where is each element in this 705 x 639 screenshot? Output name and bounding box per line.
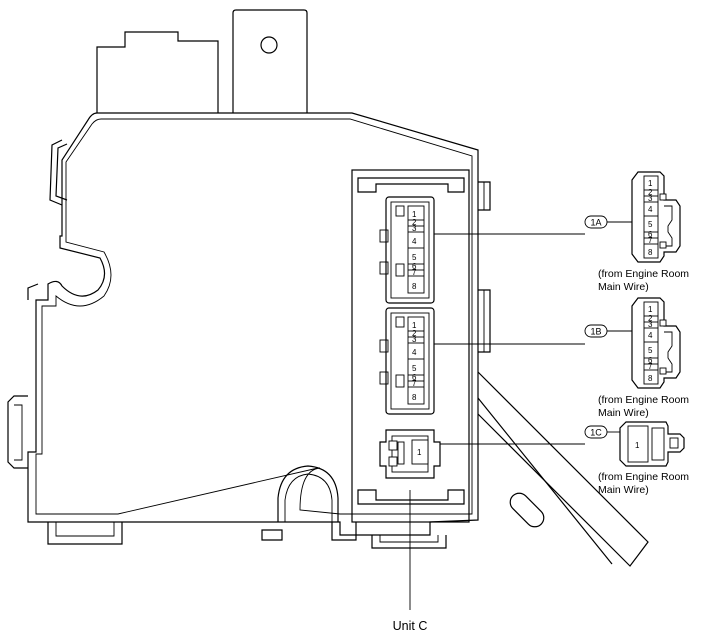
pin-label: 6 — [412, 373, 417, 382]
pin-label: 3 — [412, 224, 417, 233]
pin-label: 6 — [648, 356, 653, 365]
connector-panel — [351, 169, 470, 523]
pin-label: 8 — [648, 248, 653, 257]
pin-label: 1 — [417, 448, 422, 457]
pin-label: 4 — [412, 237, 417, 246]
pin-label: 7 — [648, 236, 653, 245]
pin-label: 4 — [648, 205, 653, 214]
connector-1b-note-line2: Main Wire) — [598, 407, 649, 419]
pin-label: 3 — [648, 320, 653, 329]
pin-label: 7 — [412, 379, 417, 388]
right-latches — [478, 181, 491, 353]
pin-label: 1 — [635, 441, 640, 450]
pin-label: 5 — [412, 253, 417, 262]
pin-label: 8 — [412, 393, 417, 402]
male-connector-1a: 1 2 3 4 5 6 7 8 — [631, 171, 681, 263]
tag-1b: 1B — [584, 324, 608, 338]
tag-1a: 1A — [584, 215, 608, 229]
pin-label: 2 — [648, 314, 653, 323]
pin-label: 5 — [648, 346, 653, 355]
pin-label: 1 — [412, 210, 417, 219]
connector-1b-note-line1: (from Engine Room — [598, 394, 689, 406]
pin-label: 3 — [412, 335, 417, 344]
connector-1c-note-line2: Main Wire) — [598, 484, 649, 496]
svg-text:1A: 1A — [590, 218, 601, 228]
pin-label: 1 — [648, 305, 653, 314]
pin-label: 2 — [412, 218, 417, 227]
bottom-arch — [277, 465, 339, 522]
housing-body — [27, 9, 479, 536]
pin-label: 5 — [648, 220, 653, 229]
svg-text:1C: 1C — [590, 428, 602, 438]
pin-label: 1 — [412, 321, 417, 330]
female-connector-1a: 1 2 3 4 5 6 7 8 — [379, 196, 435, 304]
left-latches — [7, 139, 68, 469]
male-connector-1c: 1 — [619, 421, 685, 467]
connector-1c-note-line1: (from Engine Room — [598, 471, 689, 483]
pin-label: 2 — [412, 329, 417, 338]
mounting-hole — [260, 36, 278, 54]
pin-label: 4 — [648, 331, 653, 340]
tag-1c: 1C — [584, 425, 608, 439]
connector-1a-note-line2: Main Wire) — [598, 281, 649, 293]
female-connector-1b: 1 2 3 4 5 6 7 8 — [379, 307, 435, 415]
leader-lines — [409, 221, 632, 610]
pin-label: 5 — [412, 364, 417, 373]
male-connector-1b: 1 2 3 4 5 6 7 8 — [631, 297, 681, 389]
pin-label: 8 — [412, 282, 417, 291]
svg-text:1B: 1B — [590, 327, 601, 337]
bottom-clips — [47, 522, 447, 549]
pin-label: 1 — [648, 179, 653, 188]
pin-label: 3 — [648, 194, 653, 203]
pin-label: 7 — [648, 362, 653, 371]
connector-1a-note-line1: (from Engine Room — [598, 268, 689, 280]
pin-label: 2 — [648, 188, 653, 197]
pin-label: 4 — [412, 348, 417, 357]
female-connector-1c: 1 — [379, 429, 441, 479]
pin-label: 7 — [412, 268, 417, 277]
diagonal-strap — [477, 371, 649, 567]
pin-label: 6 — [648, 230, 653, 239]
unit-label: Unit C — [393, 619, 428, 633]
pin-label: 6 — [412, 262, 417, 271]
pin-label: 8 — [648, 374, 653, 383]
